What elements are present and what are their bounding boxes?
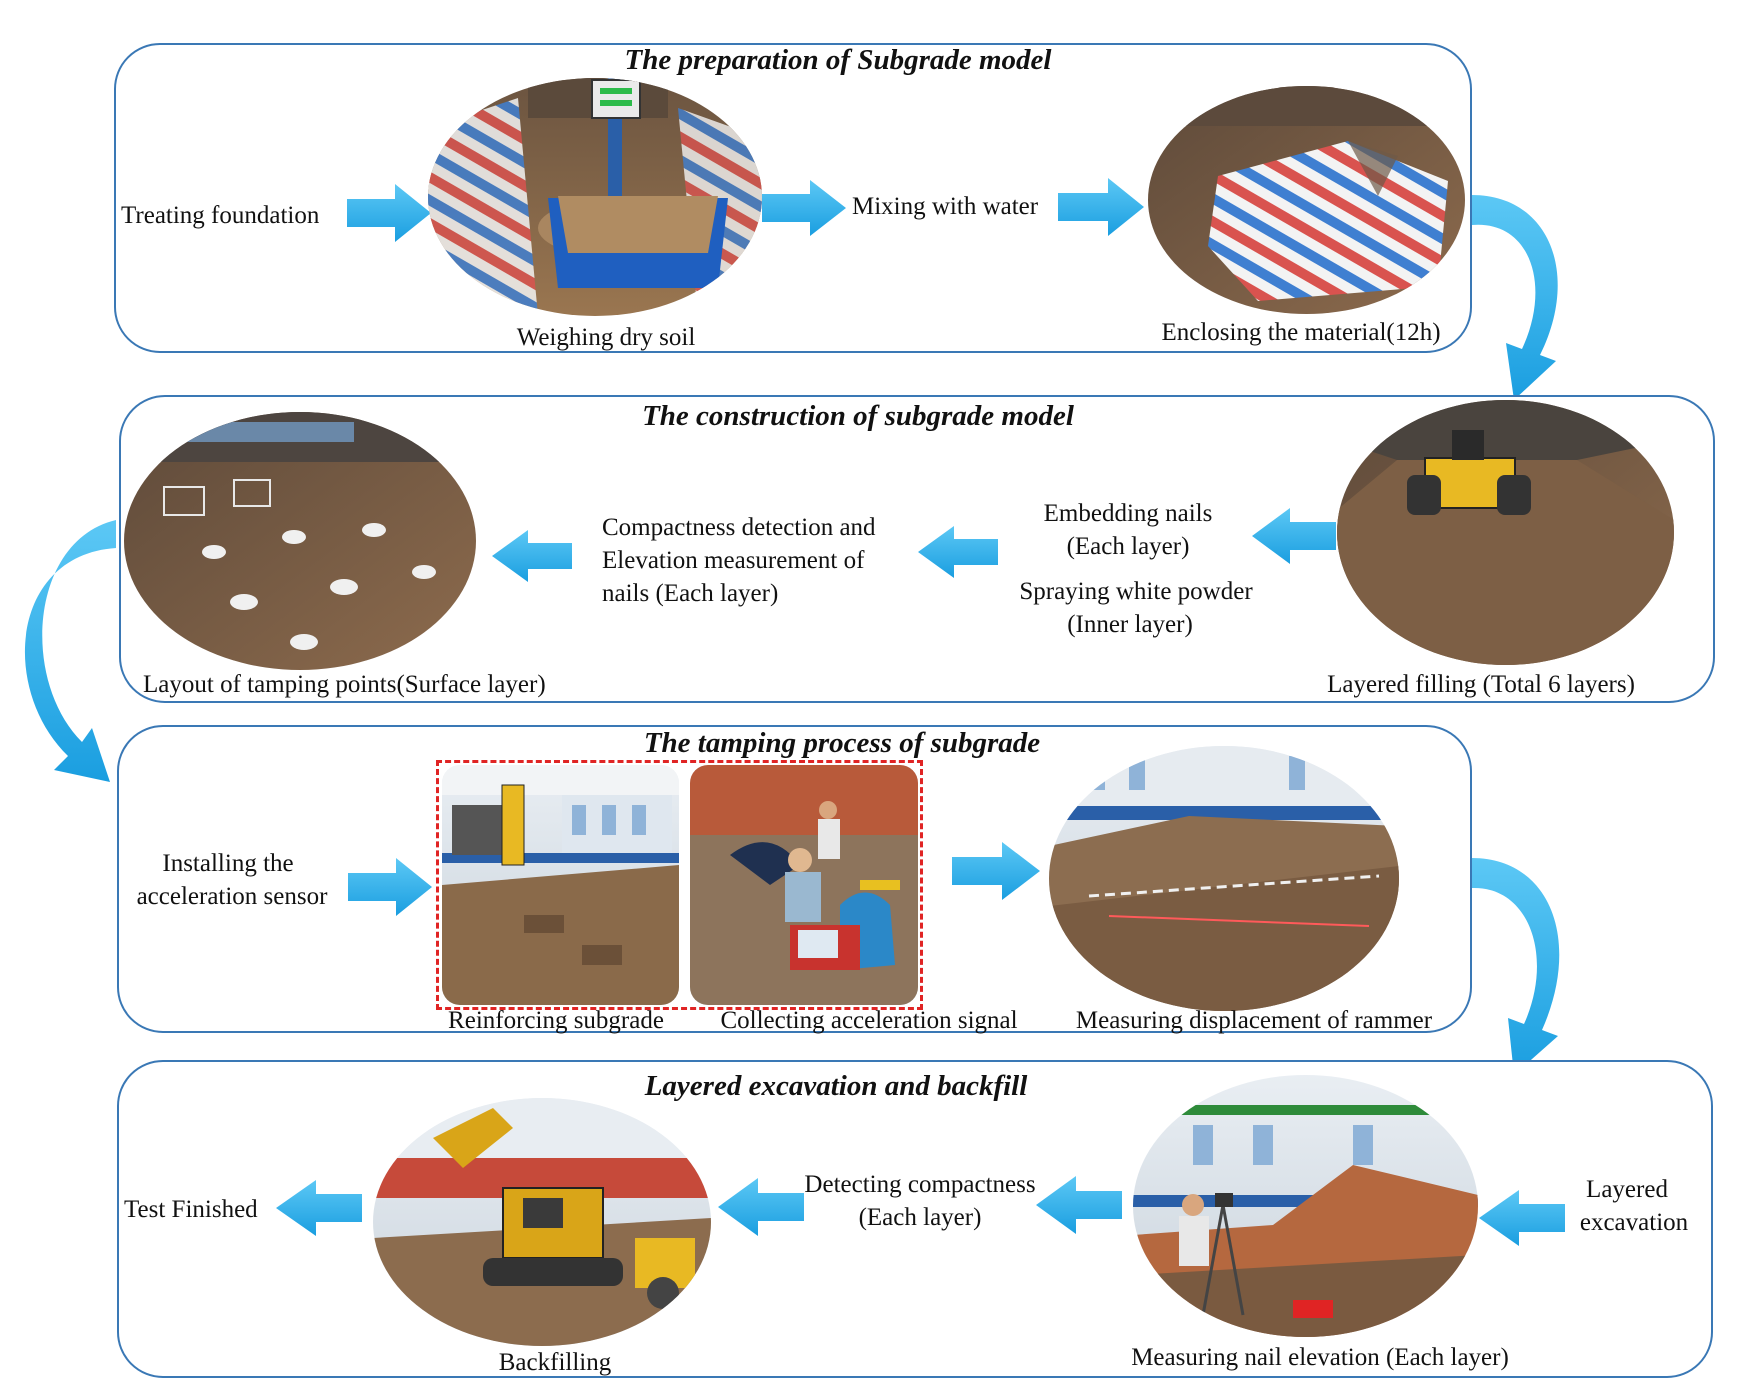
step-label-measuring-displacement-of-rammer: Measuring displacement of rammer bbox=[1075, 1007, 1433, 1034]
stage-title-excavation-backfill: Layered excavation and backfill bbox=[644, 1070, 1028, 1102]
flow-arrow-left bbox=[1036, 1176, 1122, 1234]
step-label-compactness-detection-line2: Elevation measurement of bbox=[602, 547, 865, 574]
flow-arrow-right bbox=[348, 858, 432, 916]
flow-arrow-curved-down bbox=[1472, 858, 1560, 1075]
flow-arrow-left bbox=[1252, 508, 1336, 564]
flow-arrow-right bbox=[762, 180, 846, 236]
photo-reinforcing-subgrade bbox=[442, 765, 679, 1005]
flow-arrow-left bbox=[276, 1180, 362, 1236]
step-label-layered-filling: Layered filling (Total 6 layers) bbox=[1327, 671, 1635, 698]
photo-measuring-displacement-of-rammer bbox=[1049, 746, 1399, 1011]
stage-title-construction: The construction of subgrade model bbox=[642, 400, 1074, 432]
step-label-embedding-nails-line1: Embedding nails bbox=[1043, 500, 1213, 527]
step-label-detecting-compactness-line2: (Each layer) bbox=[858, 1204, 982, 1231]
step-label-layered-excavation-line2: excavation bbox=[1579, 1209, 1689, 1236]
step-label-layout-of-tamping-points: Layout of tamping points(Surface layer) bbox=[143, 671, 546, 698]
flow-arrow-right bbox=[1058, 178, 1144, 236]
step-label-installing-sensor-line2: acceleration sensor bbox=[136, 883, 328, 910]
step-label-enclosing-the-material: Enclosing the material(12h) bbox=[1161, 319, 1441, 346]
step-label-test-finished: Test Finished bbox=[124, 1196, 258, 1223]
step-label-spraying-white-powder-line1: Spraying white powder bbox=[1019, 578, 1253, 605]
step-label-reinforcing-subgrade: Reinforcing subgrade bbox=[448, 1007, 664, 1034]
photo-enclosing-the-material bbox=[1148, 86, 1465, 314]
photo-collecting-acceleration-signal bbox=[690, 765, 918, 1005]
stage-title-tamping: The tamping process of subgrade bbox=[643, 727, 1041, 759]
flow-arrow-curved-down bbox=[1472, 195, 1558, 400]
step-label-weighing-dry-soil: Weighing dry soil bbox=[516, 324, 696, 351]
step-label-treating-foundation: Treating foundation bbox=[121, 202, 320, 229]
flow-arrow-right bbox=[952, 842, 1040, 900]
dashed-highlight-box bbox=[436, 760, 923, 1010]
step-label-spraying-white-powder-line2: (Inner layer) bbox=[1067, 611, 1193, 638]
photo-measuring-nail-elevation bbox=[1133, 1075, 1478, 1337]
step-label-installing-sensor-line1: Installing the bbox=[162, 850, 294, 877]
photo-layout-of-tamping-points bbox=[124, 412, 476, 670]
photo-layered-filling bbox=[1337, 400, 1674, 665]
stage-title-preparation: The preparation of Subgrade model bbox=[624, 44, 1052, 76]
photo-weighing-dry-soil bbox=[428, 78, 762, 316]
step-label-detecting-compactness-line1: Detecting compactness bbox=[804, 1171, 1036, 1198]
step-label-compactness-detection-line1: Compactness detection and bbox=[602, 514, 876, 541]
step-label-mixing-with-water: Mixing with water bbox=[852, 193, 1039, 220]
step-label-embedding-nails-line2: (Each layer) bbox=[1066, 533, 1190, 560]
step-label-backfilling: Backfilling bbox=[498, 1349, 612, 1376]
flow-arrow-left bbox=[1479, 1190, 1565, 1246]
step-label-layered-excavation-line1: Layered bbox=[1586, 1176, 1668, 1203]
flow-arrow-right bbox=[347, 184, 431, 242]
step-label-collecting-acceleration-signal: Collecting acceleration signal bbox=[720, 1007, 1018, 1034]
flow-arrow-left bbox=[492, 530, 572, 582]
step-label-compactness-detection-line3: nails (Each layer) bbox=[602, 580, 779, 607]
step-label-measuring-nail-elevation: Measuring nail elevation (Each layer) bbox=[1131, 1344, 1509, 1371]
flow-arrow-curved-down bbox=[24, 520, 116, 782]
photo-backfilling bbox=[373, 1098, 711, 1346]
flow-arrow-left bbox=[718, 1178, 804, 1236]
flow-arrow-left bbox=[918, 526, 998, 578]
